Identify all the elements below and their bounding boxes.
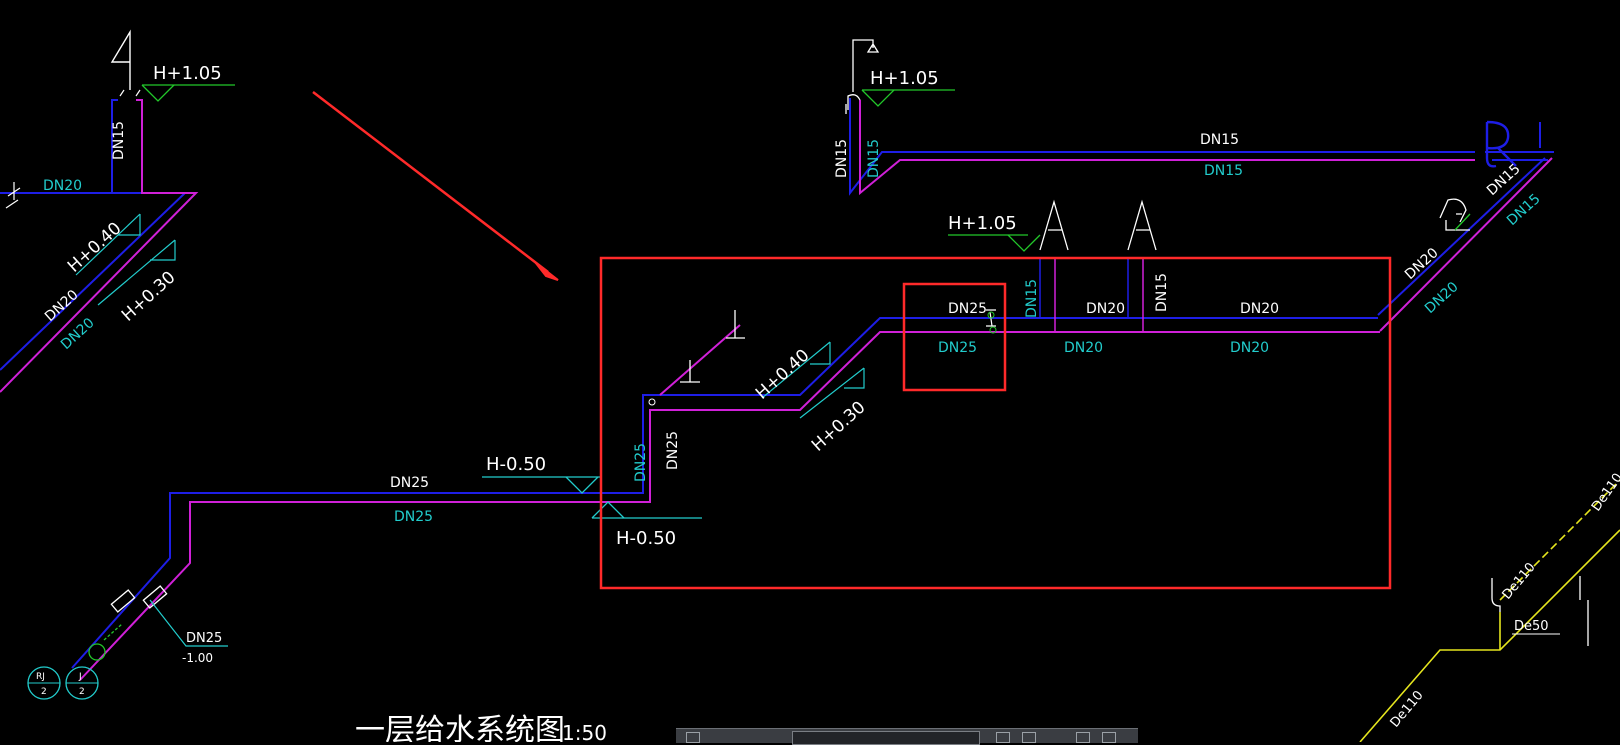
top-shower-icon — [852, 39, 880, 92]
right-dn20-white-label: DN20 — [1240, 301, 1279, 317]
rj-code: RJ — [36, 672, 45, 682]
mid-h105-label: H+1.05 — [948, 213, 1017, 234]
left-dn20-top-label: DN20 — [43, 178, 82, 194]
j-code: J — [78, 672, 82, 682]
left-dn15-label: DN15 — [111, 121, 127, 160]
box-dn25-white: DN25 — [948, 301, 987, 317]
highlight-region-small — [902, 282, 1007, 392]
top-dn15-main-cyan: DN15 — [1204, 163, 1243, 179]
left-hot-pipe — [0, 99, 199, 393]
status-toggle-icon[interactable] — [686, 732, 700, 743]
left-valve-icon — [5, 182, 21, 209]
water-meter-icon — [88, 643, 106, 661]
status-polar-icon[interactable] — [1102, 732, 1116, 743]
main-cold-pipe — [71, 317, 1378, 669]
top-dn15-riser-cyan: DN15 — [866, 139, 882, 178]
h050-lower-label: H-0.50 — [616, 528, 676, 549]
h050-upper-label: H-0.50 — [486, 454, 546, 475]
main-hot-pipe — [79, 331, 1380, 681]
status-ortho-icon[interactable] — [1076, 732, 1090, 743]
mid-dn15-riser-label: DN15 — [1024, 279, 1040, 318]
top-dn15-riser-white: DN15 — [834, 139, 850, 178]
status-snap-icon[interactable] — [996, 732, 1010, 743]
riser-dn25-cyan: DN25 — [633, 443, 649, 482]
mid-dn20-white: DN20 — [1086, 301, 1125, 317]
cad-status-bar — [676, 728, 1138, 745]
top-branch: H+1.05 DN15 DN15 DN15 DN15 — [834, 39, 1554, 196]
riser-dn25-white: DN25 — [665, 431, 681, 470]
status-grid-icon[interactable] — [1022, 732, 1036, 743]
drawing-scale: 1:50 — [562, 721, 607, 742]
drain-trap-icon-1 — [1491, 578, 1501, 612]
entry-dn25-label: DN25 — [186, 631, 222, 646]
fixture-stub-icon-2 — [680, 360, 700, 383]
top-h105-label: H+1.05 — [870, 68, 939, 89]
main-dn25-white: DN25 — [390, 475, 429, 491]
annotation-arrow — [312, 91, 559, 281]
top-dn15-main-white: DN15 — [1200, 132, 1239, 148]
de50-label: De50 — [1514, 619, 1549, 634]
j-num: 2 — [79, 687, 85, 697]
drain-trap-icon-2 — [1579, 576, 1589, 646]
right-dn20-cyan-label: DN20 — [1230, 340, 1269, 356]
main-valve-icon — [986, 309, 996, 327]
fixture-mixer-icon-1 — [1039, 199, 1069, 251]
left-h105-label: H+1.05 — [153, 63, 222, 84]
left-shower-icon — [110, 29, 131, 90]
rj-num: 2 — [41, 687, 47, 697]
entry-section: DN25 -1.00 RJ 2 J 2 — [27, 585, 228, 700]
highlight-region-large — [599, 256, 1392, 590]
main-dn25-cyan: DN25 — [394, 509, 433, 525]
drawing-title: 一层给水系统图 — [355, 713, 565, 742]
box-dn25-cyan: DN25 — [938, 340, 977, 356]
fixture-stub-icon-1 — [726, 310, 745, 339]
mid-dn20-cyan: DN20 — [1064, 340, 1103, 356]
command-input[interactable] — [792, 731, 980, 745]
mid-dn15-riser2-label: DN15 — [1154, 273, 1170, 312]
right-fixture-icon — [1439, 198, 1470, 231]
fixture-mixer-icon-2 — [1127, 199, 1157, 251]
entry-level-label: -1.00 — [182, 651, 213, 665]
